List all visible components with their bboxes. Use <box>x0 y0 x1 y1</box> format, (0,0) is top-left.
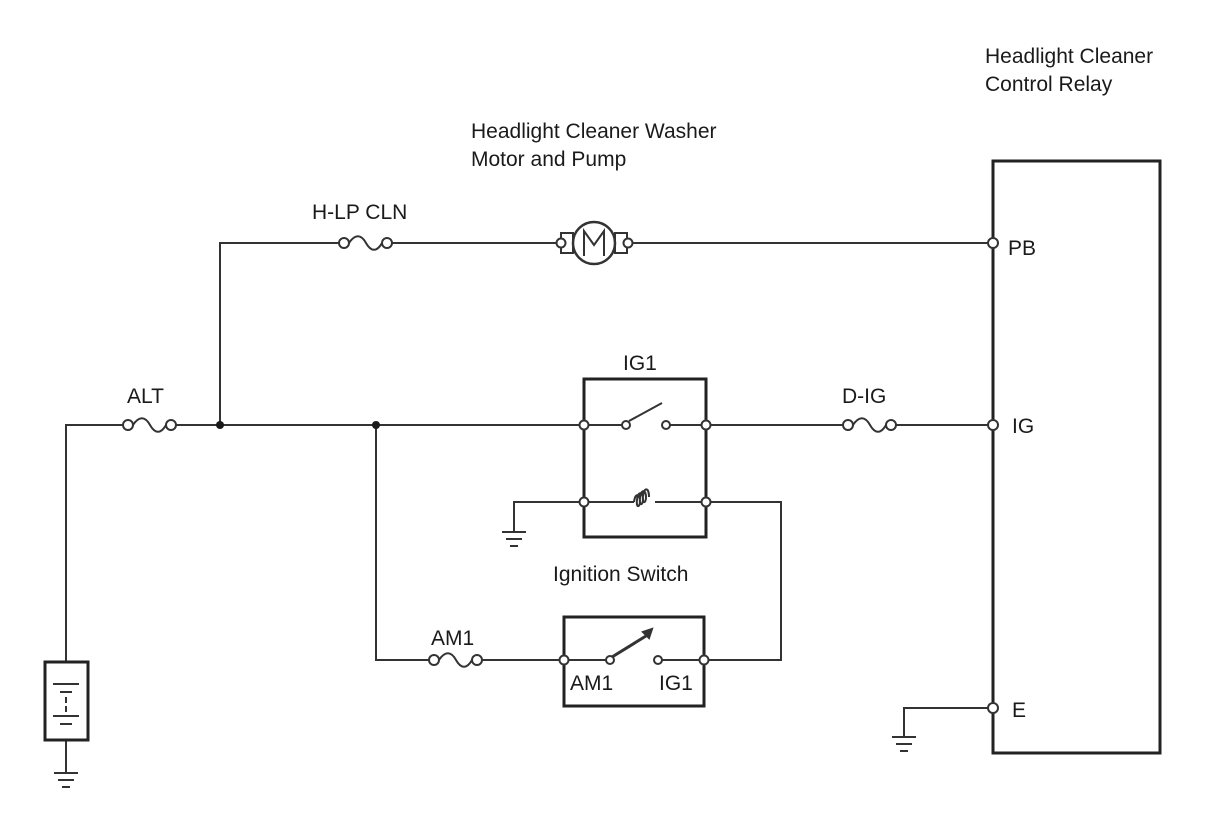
relay-title-line1: Headlight Cleaner <box>985 45 1153 68</box>
terminal-label-ig: IG <box>1012 415 1034 438</box>
ig1-relay <box>578 377 712 539</box>
terminal-ig <box>987 419 999 431</box>
wires <box>65 242 989 772</box>
ground-icon <box>502 531 526 547</box>
contact-label-am1: AM1 <box>570 672 613 695</box>
ground-icon <box>892 736 916 752</box>
fuse-icon <box>122 417 177 433</box>
wire-e-ground <box>903 707 989 736</box>
battery-icon <box>43 660 90 742</box>
wire-branch-am1 <box>375 425 429 661</box>
motor-icon <box>555 220 634 266</box>
ignition-switch-title: Ignition Switch <box>553 563 688 586</box>
terminal-e <box>987 702 999 714</box>
terminal-label-pb: PB <box>1008 237 1036 260</box>
wire-coil-ground <box>513 501 584 531</box>
contact-label-ig1: IG1 <box>659 672 693 695</box>
control-relay <box>987 159 1162 755</box>
fuse-icon <box>842 417 897 433</box>
relay-title-line2: Control Relay <box>985 73 1113 96</box>
fuse-label-hlp-cln: H-LP CLN <box>312 201 407 224</box>
junction-dot-right <box>372 421 380 429</box>
ground-icon <box>54 772 78 788</box>
wire-branch-hlp <box>219 242 339 425</box>
terminal-pb <box>987 237 999 249</box>
wire-battery-to-alt <box>65 424 123 662</box>
fuse-label-alt: ALT <box>127 385 164 408</box>
wire-switch-to-coil <box>704 501 782 661</box>
relay-label-ig1: IG1 <box>623 352 657 375</box>
fuse-label-d-ig: D-IG <box>842 385 886 408</box>
motor-title-line2: Motor and Pump <box>471 148 626 171</box>
terminal-label-e: E <box>1012 699 1026 722</box>
ignition-switch <box>558 615 710 708</box>
fuse-label-am1: AM1 <box>431 627 474 650</box>
fuse-icon <box>428 652 483 668</box>
junction-dot-left <box>216 421 224 429</box>
motor-title-line1: Headlight Cleaner Washer <box>471 120 717 143</box>
fuse-icon <box>338 235 393 251</box>
